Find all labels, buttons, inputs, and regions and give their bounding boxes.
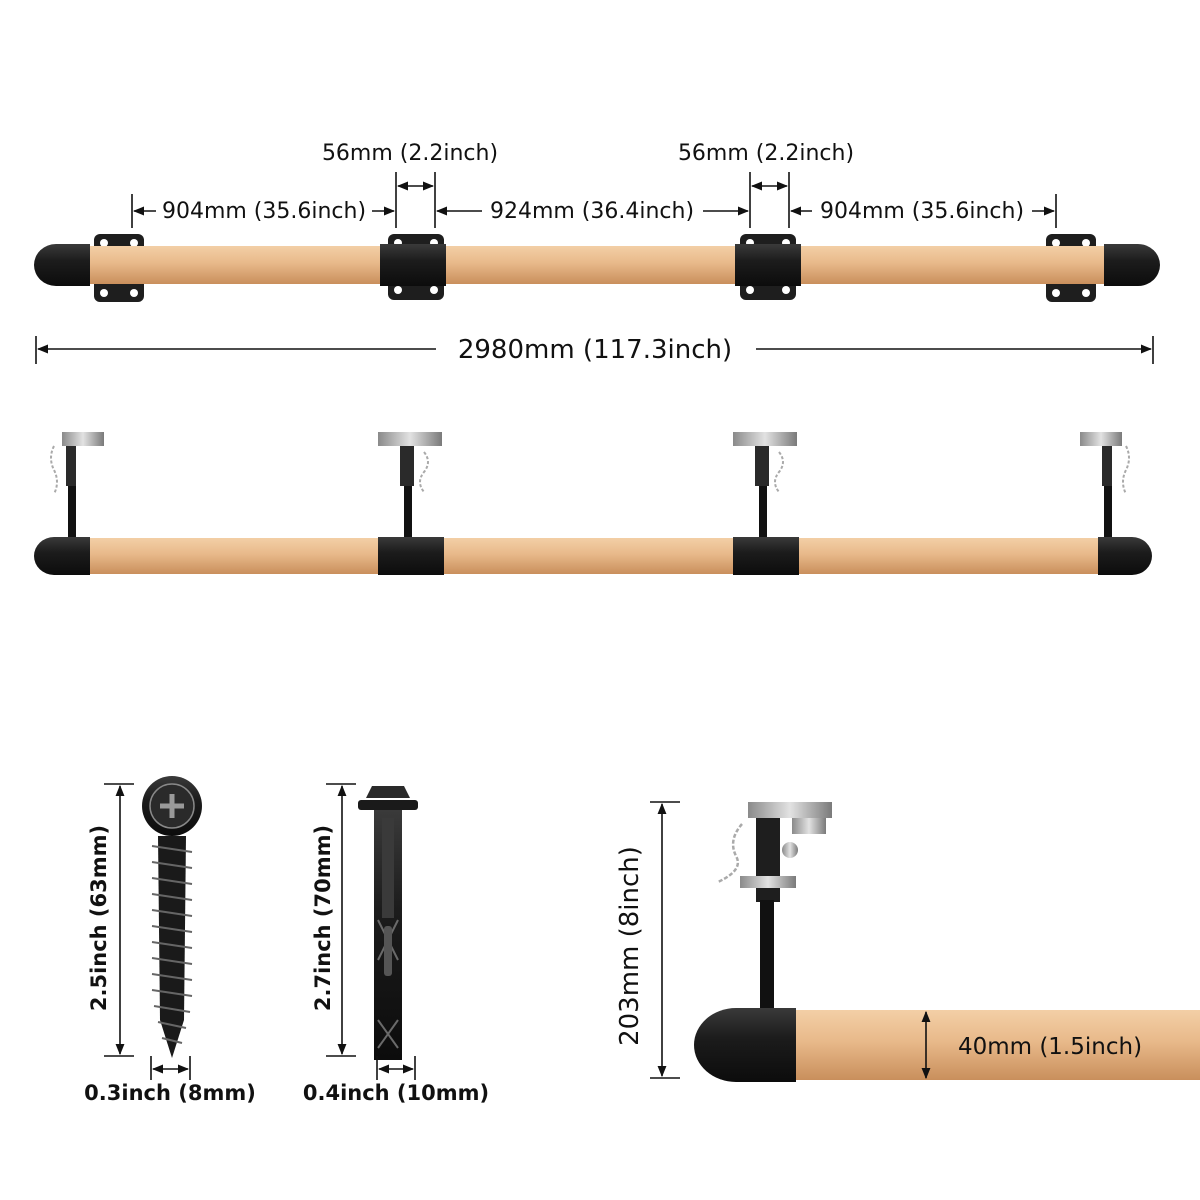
rail-diameter-label: 40mm (1.5inch): [958, 1034, 1142, 1060]
wood-screw-length-label: 2.5inch (63mm): [87, 825, 111, 1011]
wood-screw-dims: [104, 783, 191, 1080]
side-end-cap-left: [34, 537, 90, 575]
bracket-2: [378, 432, 442, 540]
span-right-label: 904mm (35.6inch): [820, 199, 1024, 224]
top-view-rail: [34, 234, 1160, 302]
detail-dims: [650, 801, 931, 1080]
anchor-bolt-length-label: 2.7inch (70mm): [311, 825, 335, 1011]
detail-bracket: [717, 802, 832, 1012]
end-cap-left: [34, 244, 90, 286]
side-connector-right: [733, 537, 799, 575]
wood-screw-diameter-label: 0.3inch (8mm): [84, 1081, 256, 1105]
detail-rail: [694, 1008, 1200, 1082]
span-left-label: 904mm (35.6inch): [162, 199, 366, 224]
anchor-bolt-dims: [326, 783, 416, 1080]
span-middle-label: 924mm (36.4inch): [490, 199, 694, 224]
total-length-label: 2980mm (117.3inch): [458, 335, 732, 365]
end-cap-right: [1104, 244, 1160, 286]
bracket-4: [1080, 432, 1130, 540]
gap-left-label: 56mm (2.2inch): [322, 141, 498, 166]
side-end-cap-right: [1098, 537, 1152, 575]
top-dimension-lines: [35, 172, 1154, 364]
wood-screw: [142, 776, 202, 1058]
anchor-bolt: [358, 786, 418, 1060]
anchor-bolt-diameter-label: 0.4inch (10mm): [303, 1081, 489, 1105]
bracket-height-label: 203mm (8inch): [615, 846, 645, 1046]
bracket-1: [50, 432, 104, 540]
side-view-rail: [34, 432, 1152, 575]
connector-left: [380, 244, 446, 286]
bracket-3: [733, 432, 797, 540]
gap-right-label: 56mm (2.2inch): [678, 141, 854, 166]
connector-right: [735, 244, 801, 286]
side-connector-left: [378, 537, 444, 575]
